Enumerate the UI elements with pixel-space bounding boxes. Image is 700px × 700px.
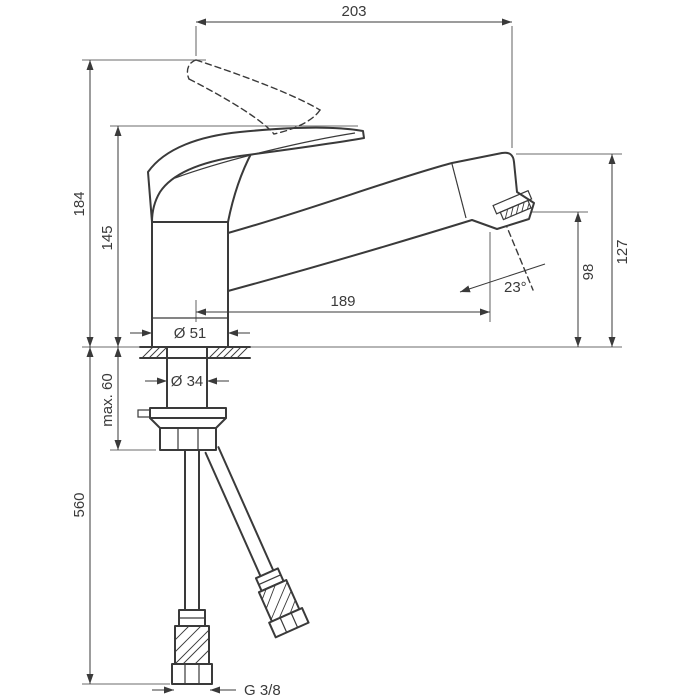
dim-label-connection-thread: G 3/8 xyxy=(244,682,281,699)
dim-label-overall-height: 184 xyxy=(71,191,88,216)
aerator-nozzle xyxy=(492,189,533,221)
dimension-lines xyxy=(86,18,616,694)
thread-connector-nut xyxy=(171,663,213,685)
mounting-shaft xyxy=(166,346,208,409)
supply-hose-vertical xyxy=(171,449,213,685)
dimension-labels: 203 184 145 max. 60 560 127 98 189 23° Ø… xyxy=(71,3,631,699)
handle-crease xyxy=(174,132,356,179)
spout-head-joint xyxy=(451,163,467,219)
hose-braid-hatching xyxy=(174,625,210,665)
lever-handle xyxy=(147,126,365,223)
dim-label-spout-reach: 189 xyxy=(330,293,355,310)
hose-braid-hatching xyxy=(261,581,296,620)
dim-leader-spray-angle xyxy=(459,263,546,293)
dim-label-body-height: 145 xyxy=(99,225,116,250)
dim-label-spray-angle: 23° xyxy=(504,279,527,296)
dim-label-top-width: 203 xyxy=(341,3,366,20)
dim-label-spout-height: 127 xyxy=(614,239,631,264)
dim-label-shaft-diameter: Ø 34 xyxy=(171,373,204,390)
dim-label-hose-length: 560 xyxy=(71,492,88,517)
dim-label-base-diameter: Ø 51 xyxy=(174,325,207,342)
cartridge-dome xyxy=(227,151,253,223)
lever-handle-raised-dashed xyxy=(186,59,321,135)
faucet-drawing xyxy=(137,59,535,685)
dim-label-outlet-height: 98 xyxy=(580,264,597,281)
aerator-hatching xyxy=(504,201,530,219)
supply-hose-angled xyxy=(204,446,310,639)
extension-lines xyxy=(82,26,622,685)
spout xyxy=(227,151,535,292)
mounting-nut-assembly xyxy=(137,407,227,451)
countertop xyxy=(139,346,251,359)
countertop-hatching xyxy=(141,346,249,359)
dim-label-max-counter: max. 60 xyxy=(99,373,116,426)
